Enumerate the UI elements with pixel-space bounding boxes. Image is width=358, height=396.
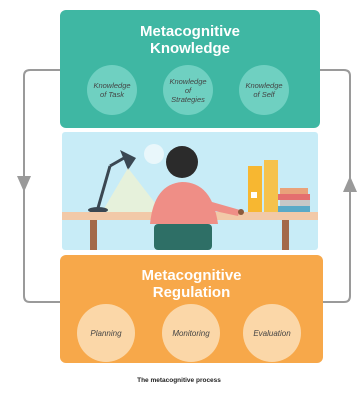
knowledge-title-line2: Knowledge <box>149 40 230 57</box>
knowledge-of-self-line1: Knowledge <box>245 81 283 90</box>
knowledge-of-task-line1: Knowledge <box>93 81 131 90</box>
regulation-title-line1: Metacognitive <box>141 267 242 284</box>
knowledge-of-task-line2: of Task <box>100 90 124 99</box>
down-arrow-icon <box>17 176 31 192</box>
knowledge-of-strategies-line2: of Strategies <box>171 85 205 104</box>
desk-lamp-icon <box>88 150 162 213</box>
evaluation-label: Evaluation <box>253 328 291 338</box>
knowledge-of-strategies-line1: Knowledge <box>169 76 207 86</box>
right-cycle-arrow-path <box>320 69 351 303</box>
knowledge-title: Metacognitive Knowledge <box>60 23 320 57</box>
up-arrow-icon <box>343 176 357 192</box>
desk-leg-left <box>90 220 97 250</box>
desk-leg-right <box>282 220 289 250</box>
left-cycle-arrow-path <box>23 69 60 303</box>
knowledge-of-task-circle: Knowledge of Task <box>87 65 137 115</box>
monitoring-circle: Monitoring <box>162 304 220 362</box>
knowledge-of-strategies-circle: Knowledge of Strategies <box>163 65 213 115</box>
student-desk-illustration <box>62 132 318 250</box>
planning-circle: Planning <box>77 304 135 362</box>
planning-label: Planning <box>90 328 122 338</box>
knowledge-of-self-circle: Knowledge of Self <box>239 65 289 115</box>
regulation-title-line2: Regulation <box>152 284 231 301</box>
diagram-caption: The metacognitive process <box>137 377 221 384</box>
knowledge-of-self-line2: of Self <box>253 90 275 99</box>
wall-decoration <box>144 144 164 164</box>
knowledge-title-line1: Metacognitive <box>139 23 241 40</box>
monitoring-label: Monitoring <box>172 328 210 338</box>
regulation-title: Metacognitive Regulation <box>60 267 323 301</box>
student-figure <box>150 146 244 224</box>
scene-svg <box>62 132 318 250</box>
evaluation-circle: Evaluation <box>243 304 301 362</box>
books-stack-icon <box>248 160 310 212</box>
chair <box>154 224 212 250</box>
